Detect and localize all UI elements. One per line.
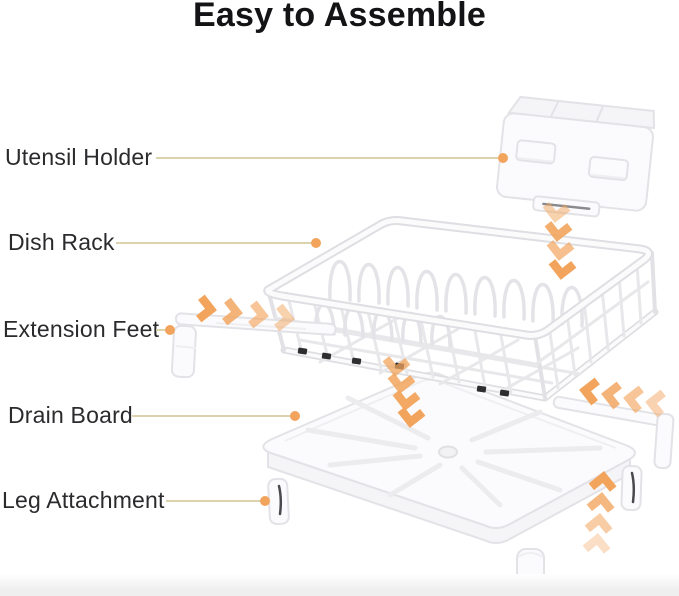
extension-foot-right-leg	[653, 412, 675, 470]
leg-attachment-right-part	[620, 464, 643, 512]
leader-dot-icon	[311, 238, 321, 248]
utensil-holder-tab-right-shadow	[590, 173, 625, 180]
utensil-holder-tab-left	[515, 139, 557, 165]
callout-label: Dish Rack	[8, 229, 115, 255]
rack-foot	[499, 389, 510, 397]
leg-attachment-left-part	[267, 477, 290, 526]
callout-label: Drain Board	[8, 402, 133, 428]
chevron-icon	[628, 388, 642, 411]
utensil-holder-tab-left-shadow	[517, 157, 553, 163]
utensil-holder-part	[496, 95, 655, 218]
chevron-icon	[606, 384, 620, 407]
leader-dot-icon	[165, 325, 175, 335]
utensil-holder-tab-right	[587, 156, 630, 182]
page-title: Easy to Assemble	[193, 0, 486, 34]
chevron-icon	[584, 380, 598, 403]
leader-line	[166, 500, 262, 502]
dish-rack-part	[263, 216, 659, 402]
rack-foot	[476, 385, 487, 393]
rack-top-rim-highlight	[265, 218, 651, 338]
rack-foot	[321, 352, 332, 360]
leader-dot-icon	[260, 496, 270, 506]
chevron-icon	[585, 538, 608, 551]
callout-label: Utensil Holder	[5, 144, 153, 170]
chevron-icon	[589, 497, 612, 510]
extension-rod-slot	[215, 322, 307, 330]
drain-board-part	[262, 371, 636, 544]
leader-line	[156, 157, 500, 159]
extension-foot-left-leg	[170, 324, 197, 379]
chevron-icon	[587, 518, 610, 531]
callout-label: Leg Attachment	[2, 487, 165, 513]
rack-right-wall-wires	[547, 262, 643, 390]
plate-holder-loops-back	[328, 259, 584, 328]
extension-foot-right-part	[552, 395, 675, 470]
leader-line	[116, 242, 314, 244]
floor-shadow	[0, 574, 679, 596]
rack-foot	[351, 357, 362, 365]
leg-attachment-left-slot	[277, 484, 283, 516]
leader-dot-icon	[290, 411, 300, 421]
leader-line	[132, 415, 292, 417]
leg-attachment-right-body	[620, 464, 643, 512]
drain-board-ridges	[305, 395, 603, 508]
drain-hole	[438, 445, 458, 459]
extension-foot-left-joint	[175, 345, 197, 349]
chevron-icon	[650, 392, 664, 415]
utensil-holder-body	[496, 112, 654, 212]
utensil-holder-dividers	[549, 101, 604, 123]
leader-dot-icon	[498, 153, 508, 163]
leg-attachment-right-slot	[630, 471, 636, 504]
support-leg-top-arc	[517, 552, 544, 558]
rack-foot	[297, 347, 308, 355]
chevron-icon	[551, 262, 574, 276]
leader-line	[156, 329, 167, 331]
callout-label: Extension Feet	[3, 316, 160, 342]
chevron-icon	[549, 243, 572, 257]
rack-top-rim	[263, 216, 653, 340]
